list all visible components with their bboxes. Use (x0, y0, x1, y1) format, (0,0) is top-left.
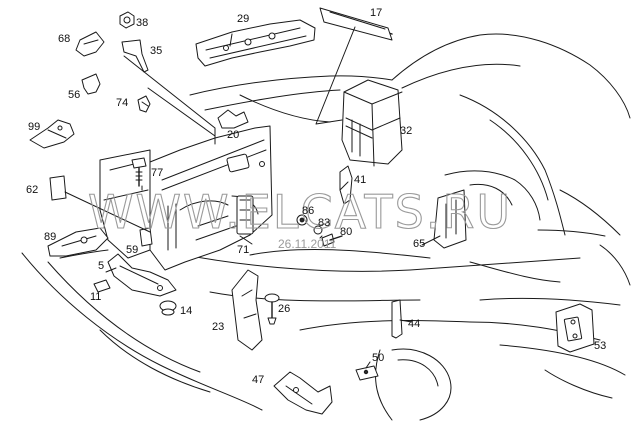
part-77-bolt (131, 157, 147, 187)
part-47-bracket (273, 371, 333, 415)
left-wheelhouse (99, 149, 151, 259)
part-44-bracket (391, 299, 403, 339)
watermark: WWW.ELCATS.RU 26.11.2011 (87, 184, 512, 251)
callout-80: 80 (340, 226, 352, 238)
callout-71: 71 (237, 244, 249, 256)
part-68-bracket (75, 31, 105, 57)
callout-74: 74 (116, 97, 128, 109)
part-89-bracket (47, 227, 109, 257)
callout-23: 23 (212, 321, 224, 333)
callout-53: 53 (594, 340, 606, 352)
part-20-bracket (217, 109, 249, 129)
callout-65: 65 (413, 238, 425, 250)
part-86-nut (296, 214, 308, 226)
callout-68: 68 (58, 33, 70, 45)
callout-83: 83 (318, 217, 330, 229)
part-53-mount (555, 303, 595, 353)
part-83-washer (313, 225, 323, 235)
callout-17: 17 (370, 7, 382, 19)
callout-11: 11 (90, 291, 101, 303)
part-59-clip (139, 227, 153, 247)
callout-labels: 38 29 17 68 35 56 74 99 20 32 77 62 41 8… (26, 7, 606, 386)
leader-lines (64, 26, 441, 369)
callout-41: 41 (354, 174, 366, 186)
part-32-battery-tray (341, 79, 403, 167)
watermark-site: WWW.ELCATS.RU (88, 185, 512, 239)
part-50-clip (355, 365, 379, 381)
callout-47: 47 (252, 374, 264, 386)
body-shell-outline (21, 7, 631, 421)
callout-29: 29 (237, 13, 249, 25)
callout-99: 99 (28, 121, 40, 133)
part-99-bracket (29, 119, 75, 149)
callout-20: 20 (227, 129, 239, 141)
watermark-date: 26.11.2011 (278, 237, 337, 251)
callout-44: 44 (408, 318, 420, 330)
part-29-cowl-panel (195, 19, 316, 67)
callout-62: 62 (26, 184, 38, 196)
part-5-bracket (107, 253, 177, 297)
callout-86: 86 (302, 205, 314, 217)
part-62-plate (49, 175, 67, 201)
callout-77: 77 (151, 167, 163, 179)
part-23-bracket (231, 269, 263, 351)
callout-56: 56 (68, 89, 80, 101)
part-11-clip (93, 279, 111, 293)
callout-89: 89 (44, 231, 56, 243)
part-71-firewall (149, 125, 273, 271)
part-35-bracket (121, 39, 149, 73)
callout-59: 59 (126, 244, 138, 256)
part-56-clip (81, 73, 101, 95)
callout-38: 38 (136, 17, 148, 29)
part-26-clip (264, 293, 280, 325)
part-74-clip (137, 95, 151, 113)
part-38-nut (119, 11, 135, 29)
part-14-grommet (159, 300, 177, 316)
callout-35: 35 (150, 45, 162, 57)
callout-26: 26 (278, 303, 290, 315)
part-80-bolt (321, 233, 343, 247)
callout-50: 50 (372, 352, 384, 364)
callout-5: 5 (98, 260, 104, 272)
callout-14: 14 (180, 305, 192, 317)
part-65-bracket (433, 189, 467, 249)
callout-32: 32 (400, 125, 412, 137)
